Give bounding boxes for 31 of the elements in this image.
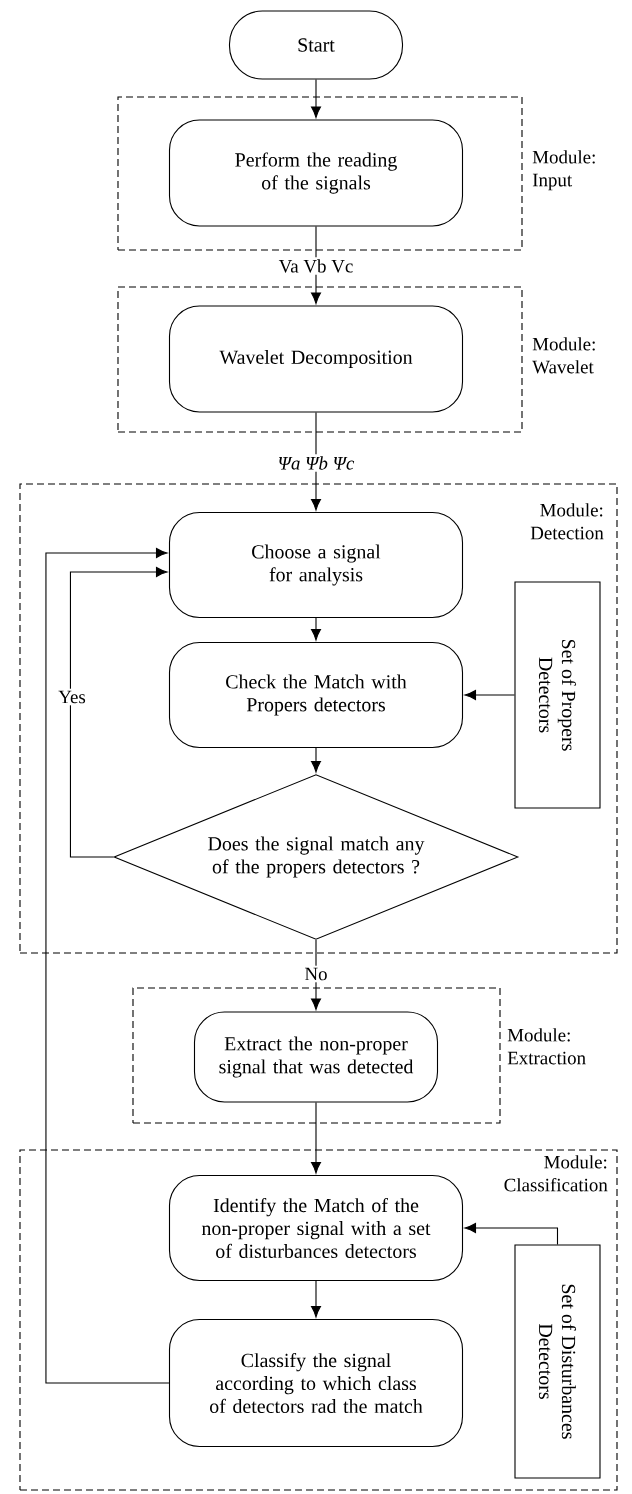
process-box: Identify the Match of the non-proper signal with a set of disturbances detectors	[168, 1174, 464, 1282]
module-label: Module: Extraction	[507, 1028, 586, 1065]
edge-label: Ψa Ψb Ψc	[275, 454, 357, 472]
process-box: Extract the non-proper signal that was detected	[193, 1011, 439, 1103]
start-terminal: Start	[228, 10, 404, 80]
arrow	[310, 939, 322, 1010]
arrow	[464, 1223, 559, 1245]
process-box: Wavelet Decomposition	[168, 305, 464, 413]
arrow	[464, 690, 515, 701]
edge-label: No	[302, 965, 330, 983]
arrow	[310, 226, 322, 304]
edge-label: Yes	[56, 688, 88, 706]
arrow	[310, 617, 322, 641]
arrow	[310, 412, 322, 511]
process-box: Choose a signal for analysis	[168, 511, 464, 619]
module-label: Module: Detection	[530, 503, 604, 540]
process-box: Check the Match with Propers detectors	[168, 641, 464, 749]
edge-label: Va Vb Vc	[276, 257, 356, 275]
arrow	[310, 1280, 322, 1318]
detector-set-box: Set of Disturbances Detectors	[514, 1244, 601, 1479]
process-box: Classify the signal according to which class of detectors rad the match	[168, 1318, 464, 1448]
arrow	[69, 567, 168, 858]
arrow	[310, 1102, 322, 1174]
arrow	[45, 548, 170, 1384]
module-label: Module: Classification	[504, 1155, 608, 1192]
module-label: Module: Wavelet	[532, 337, 595, 374]
arrow	[310, 747, 322, 773]
arrow	[310, 79, 322, 118]
detector-set-box: Set of Propers Detectors	[514, 581, 601, 809]
module-label: Module: Input	[532, 150, 595, 191]
process-box: Perform the reading of the signals	[168, 119, 464, 227]
